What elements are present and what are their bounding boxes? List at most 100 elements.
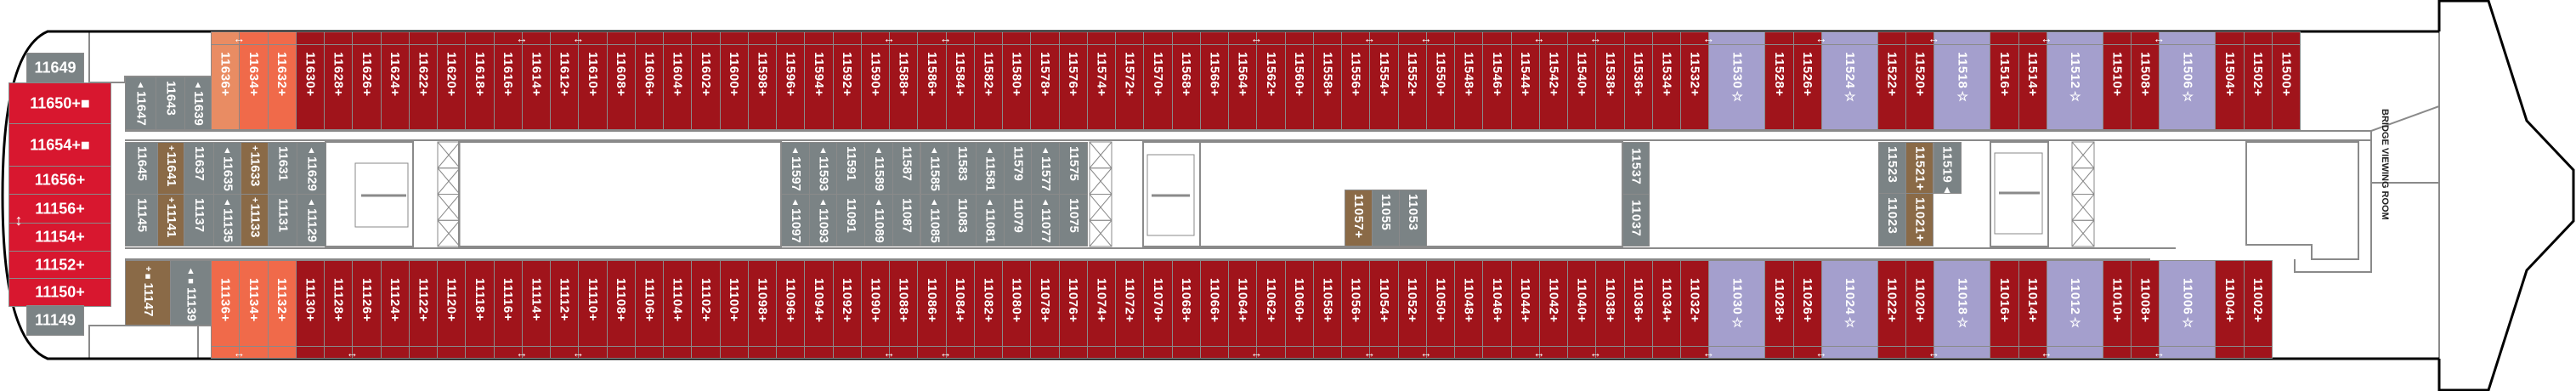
cabin[interactable]: 11526+ [1792,31,1822,130]
cabin[interactable]: 11538+ [1595,31,1625,130]
cabin[interactable]: 11102+ [691,260,721,359]
cabin[interactable]: 11591 [836,142,866,195]
cabin[interactable]: 11610+ [578,31,608,130]
cabin[interactable]: 11562+ [1256,31,1286,130]
cabin[interactable]: 11588+ [889,31,919,130]
cabin[interactable]: ▲11589 [864,142,893,195]
cabin[interactable]: 11131 [268,194,297,246]
cabin[interactable]: 11568+ [1171,31,1201,130]
cabin[interactable]: 11055 [1372,190,1400,246]
cabin[interactable]: 11058+ [1312,260,1342,359]
cabin[interactable]: 11598+ [747,31,777,130]
cabin[interactable]: ▲11635 [213,142,241,195]
cabin[interactable]: 11575 [1059,142,1088,195]
cabin[interactable]: 11018☆ [1933,260,1991,359]
cabin[interactable]: 11020+ [1905,260,1935,359]
cabin[interactable]: 11510+ [2102,31,2132,130]
cabin[interactable]: 11504+ [2215,31,2245,130]
cabin[interactable]: 11050+ [1425,260,1455,359]
cabin[interactable]: 11002+ [2243,260,2273,359]
cabin[interactable]: ▲11085 [920,194,949,246]
cabin[interactable]: 11120+ [437,260,467,359]
cabin[interactable]: 11108+ [606,260,636,359]
cabin[interactable]: 11030☆ [1708,260,1766,359]
cabin[interactable]: 11037 [1622,194,1650,246]
cabin[interactable]: 11012☆ [2046,260,2103,359]
cabin[interactable]: 11643 [156,76,185,130]
cabin[interactable]: 11086+ [917,260,947,359]
cabin[interactable]: 11614+ [521,31,551,130]
cabin[interactable]: ▲11093 [808,194,838,246]
cabin[interactable]: 11094+ [804,260,834,359]
cabin[interactable]: ▲11629 [297,142,326,195]
cabin[interactable]: ▲11577 [1031,142,1060,195]
cabin[interactable]: 11554+ [1369,31,1399,130]
cabin[interactable]: 11502+ [2243,31,2273,130]
cabin[interactable]: 11582+ [973,31,1003,130]
cabin[interactable]: 11590+ [860,31,890,130]
cabin[interactable]: ▲11077 [1031,194,1060,246]
cabin[interactable]: 11612+ [550,31,580,130]
cabin[interactable]: ▲11581 [975,142,1005,195]
cabin[interactable]: 11514+ [2018,31,2047,130]
cabin[interactable]: 11540+ [1567,31,1597,130]
cabin[interactable]: 11064+ [1228,260,1258,359]
cabin[interactable]: 11078+ [1030,260,1060,359]
cabin[interactable]: 11022+ [1877,260,1906,359]
cabin[interactable]: ▲11639 [184,76,212,130]
cabin[interactable]: 11600+ [719,31,749,130]
cabin[interactable]: 11608+ [606,31,636,130]
cabin[interactable]: +■11147 [125,260,171,326]
cabin[interactable]: 11053 [1399,190,1427,246]
cabin[interactable]: 11122+ [408,260,438,359]
cabin[interactable]: 11034+ [1651,260,1681,359]
cabin[interactable]: 11134+ [239,260,269,359]
cabin[interactable]: 11076+ [1058,260,1088,359]
cabin[interactable]: 11580+ [1002,31,1032,130]
cabin[interactable]: 11098+ [747,260,777,359]
cabin[interactable]: 11118+ [465,260,495,359]
cabin[interactable]: +11133 [241,194,269,246]
cabin[interactable]: 11021+ [1905,193,1934,246]
cabin[interactable]: 11628+ [324,31,354,130]
cabin[interactable]: 11537 [1622,142,1650,195]
aft-cabin[interactable]: 11152+ [8,251,111,279]
cabin[interactable]: 11631 [268,142,297,195]
cabin[interactable]: 11550+ [1425,31,1455,130]
cabin[interactable]: 11006☆ [2159,260,2216,359]
cabin[interactable]: 11636+ [211,31,241,130]
cabin[interactable]: +11633 [241,142,269,195]
cabin[interactable]: 11578+ [1030,31,1060,130]
aft-cabin[interactable]: 11656+ [8,166,111,195]
cabin[interactable]: 11028+ [1764,260,1794,359]
cabin[interactable]: 11096+ [776,260,806,359]
cabin[interactable]: 11564+ [1228,31,1258,130]
cabin[interactable]: 11023 [1878,193,1906,246]
cabin[interactable]: 11592+ [832,31,862,130]
cabin[interactable]: ▲11647 [125,76,156,130]
cabin[interactable]: 11079 [1003,194,1033,246]
cabin[interactable]: 11594+ [804,31,834,130]
cabin[interactable]: 11038+ [1595,260,1625,359]
cabin[interactable]: 11014+ [2018,260,2047,359]
cabin[interactable]: 11124+ [380,260,410,359]
aft-cabin[interactable]: 11149 [26,305,84,336]
aft-cabin[interactable]: 11649 [26,53,84,83]
cabin[interactable]: ▲11135 [213,194,241,246]
cabin[interactable]: 11645 [125,142,158,195]
cabin[interactable]: 11534+ [1651,31,1681,130]
cabin[interactable]: 11632+ [267,31,297,130]
cabin[interactable]: 11500+ [2271,31,2301,130]
cabin[interactable]: 11010+ [2102,260,2132,359]
cabin[interactable]: 11524☆ [1820,31,1878,130]
cabin[interactable]: 11616+ [493,31,523,130]
cabin[interactable]: 11552+ [1397,31,1427,130]
cabin[interactable]: 11596+ [776,31,806,130]
cabin[interactable]: ▲11593 [808,142,838,195]
aft-cabin[interactable]: 11654+■ [8,123,111,167]
cabin[interactable]: 11126+ [352,260,382,359]
cabin[interactable]: 11530☆ [1708,31,1766,130]
cabin[interactable]: ▲11129 [297,194,326,246]
cabin[interactable]: 11060+ [1284,260,1314,359]
cabin[interactable]: 11046+ [1482,260,1512,359]
